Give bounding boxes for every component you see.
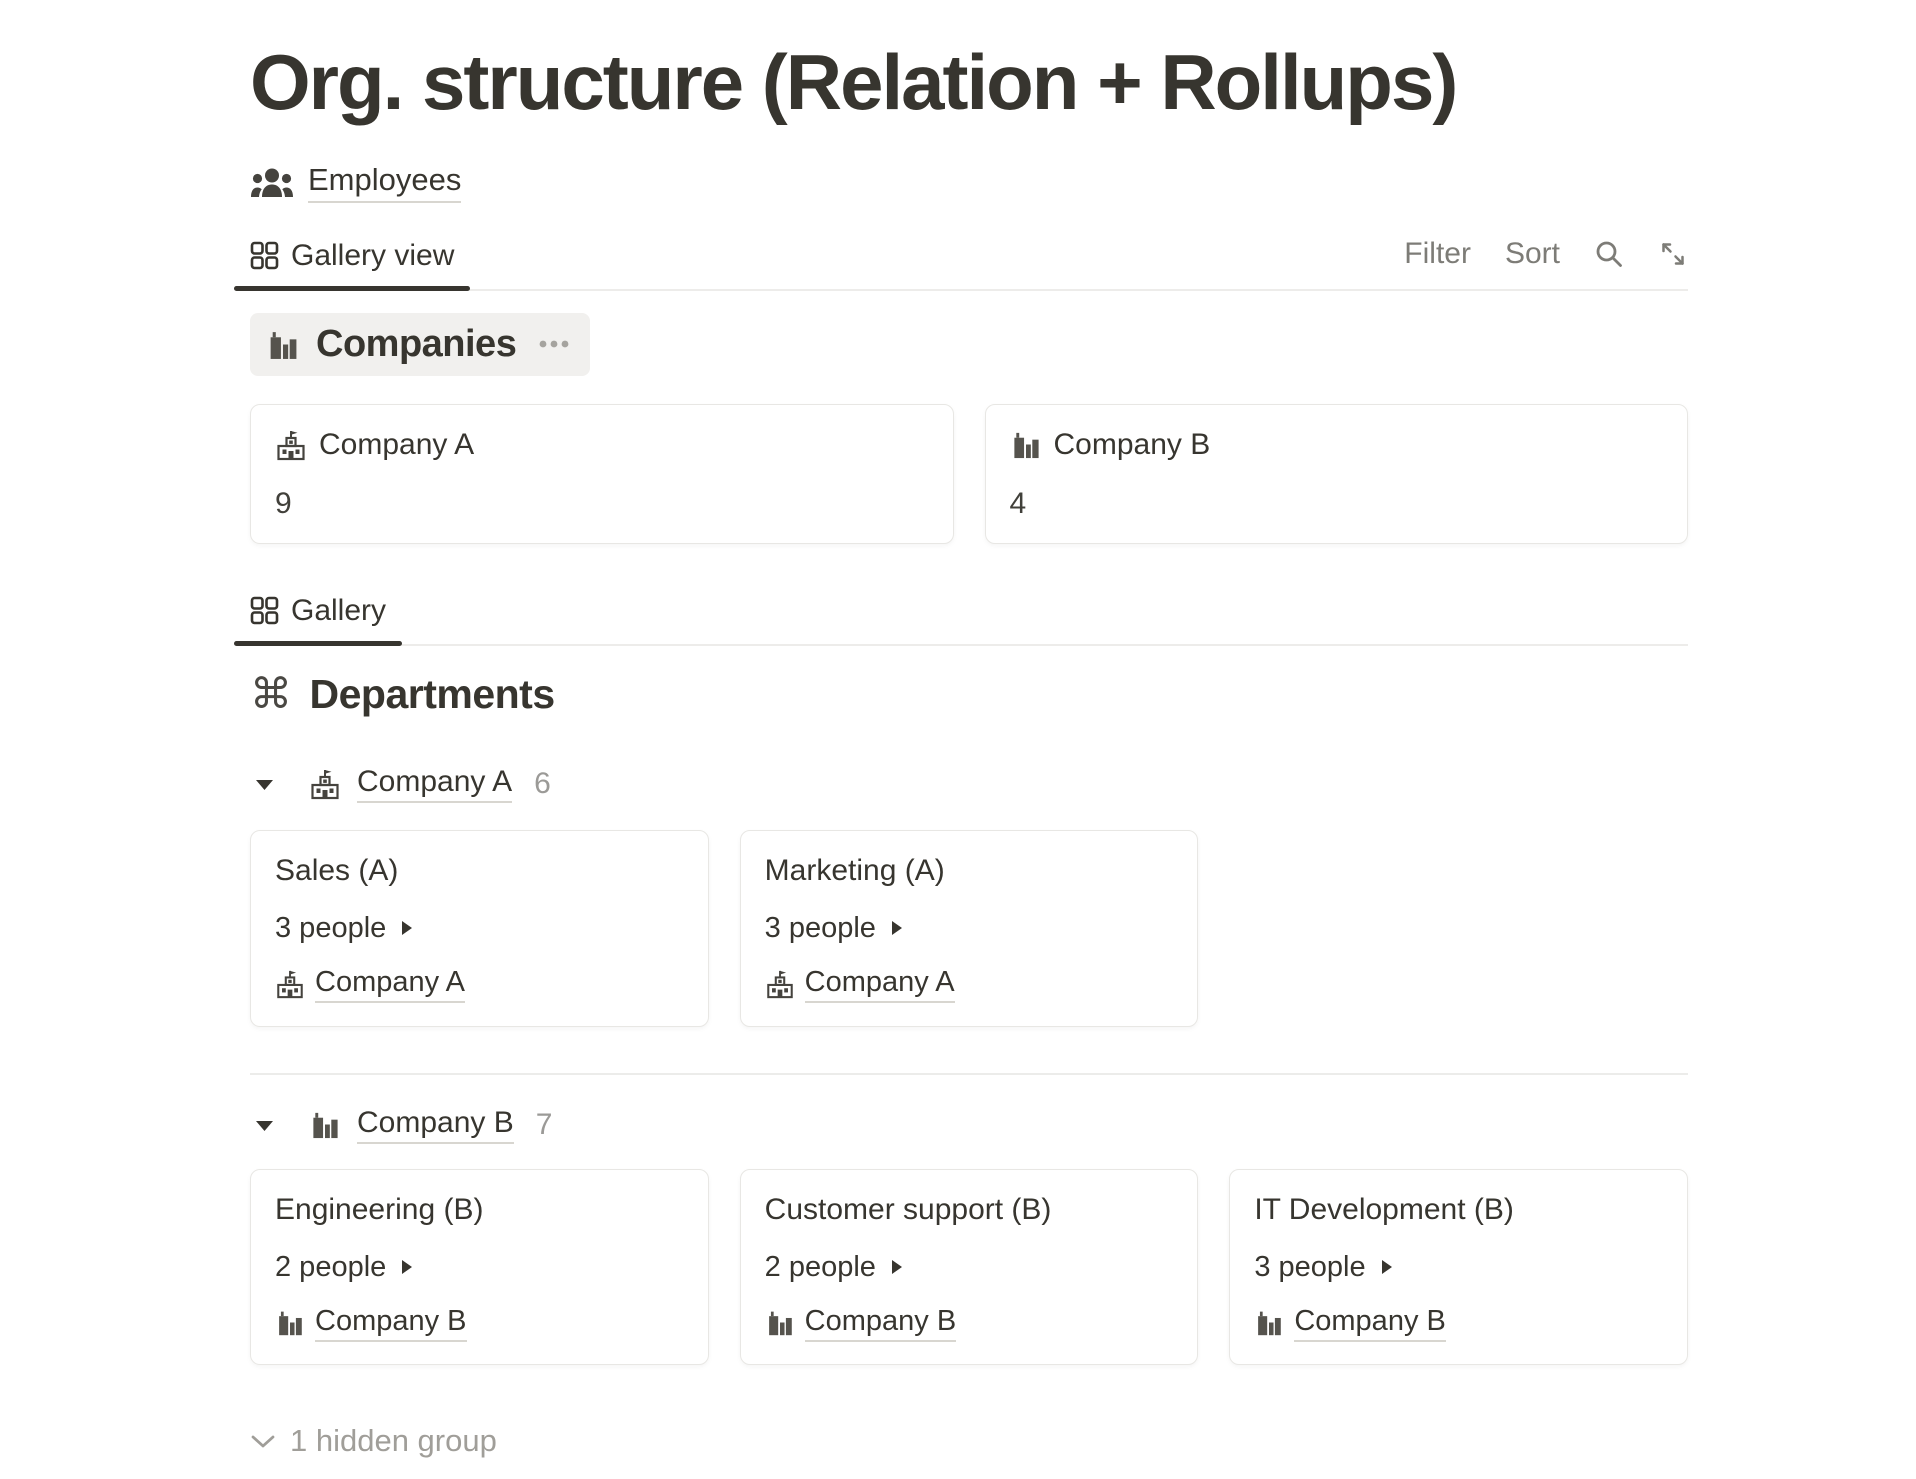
search-icon[interactable] bbox=[1594, 239, 1624, 269]
group-divider bbox=[250, 1072, 1688, 1075]
companies-card-grid: Company A 9 Company B 4 bbox=[250, 403, 1688, 544]
departments-grid-company-b: Engineering (B) 2 people Company B Custo… bbox=[250, 1168, 1688, 1366]
group-header-company-b: Company B 7 bbox=[250, 1106, 1688, 1144]
view-tabbar: Gallery view Filter Sort bbox=[234, 237, 1688, 291]
department-card-title: Customer support (B) bbox=[764, 1192, 1052, 1226]
departments-grid-company-a: Sales (A) 3 people Company A Marketing (… bbox=[250, 829, 1688, 1027]
triangle-right-icon bbox=[398, 1258, 414, 1276]
buildings-icon bbox=[1254, 1308, 1284, 1337]
department-card-title: Marketing (A) bbox=[764, 853, 945, 887]
notion-page: Org. structure (Relation + Rollups) Empl… bbox=[234, 0, 1688, 1479]
command-icon: ⌘ bbox=[250, 669, 292, 717]
hidden-group-label: 1 hidden group bbox=[290, 1423, 497, 1459]
triangle-right-icon bbox=[888, 919, 904, 937]
more-options-icon[interactable] bbox=[538, 339, 570, 349]
department-card-title: Engineering (B) bbox=[275, 1192, 484, 1226]
buildings-icon bbox=[1010, 429, 1042, 460]
people-count: 3 people bbox=[764, 911, 876, 944]
tab-gallery-view-label: Gallery view bbox=[291, 238, 455, 272]
companies-section-header[interactable]: Companies bbox=[250, 312, 591, 376]
company-relation-link[interactable]: Company B bbox=[804, 1304, 957, 1342]
company-relation-link[interactable]: Company B bbox=[1294, 1304, 1446, 1342]
buildings-icon bbox=[309, 1109, 341, 1140]
company-card-rollup-count: 4 bbox=[1009, 486, 1027, 520]
triangle-right-icon bbox=[398, 919, 414, 937]
school-icon bbox=[275, 429, 307, 461]
triangle-down-icon[interactable] bbox=[250, 1112, 279, 1138]
school-icon bbox=[309, 768, 341, 800]
company-card-b[interactable]: Company B 4 bbox=[984, 403, 1688, 544]
group-company-link[interactable]: Company B bbox=[357, 1106, 514, 1144]
company-relation-link[interactable]: Company B bbox=[315, 1304, 467, 1342]
gallery-grid-icon bbox=[250, 596, 279, 625]
people-icon bbox=[250, 167, 294, 198]
school-icon bbox=[765, 969, 795, 999]
company-relation-link[interactable]: Company A bbox=[315, 965, 465, 1003]
group-count: 7 bbox=[535, 1107, 553, 1141]
company-relation-link[interactable]: Company A bbox=[804, 965, 955, 1003]
school-icon bbox=[275, 969, 305, 999]
departments-tabbar: Gallery bbox=[234, 594, 1688, 646]
buildings-icon bbox=[266, 328, 300, 361]
filter-button[interactable]: Filter bbox=[1404, 236, 1471, 270]
employees-link-label: Employees bbox=[308, 162, 462, 203]
people-rollup-toggle[interactable]: 2 people bbox=[275, 1250, 684, 1284]
triangle-right-icon bbox=[888, 1258, 904, 1276]
buildings-icon bbox=[765, 1308, 795, 1337]
chevron-down-icon bbox=[250, 1433, 276, 1450]
department-card-marketing-a[interactable]: Marketing (A) 3 people Company A bbox=[739, 829, 1199, 1027]
people-count: 2 people bbox=[764, 1250, 876, 1283]
department-card-title: IT Development (B) bbox=[1254, 1192, 1514, 1226]
department-card-customer-support-b[interactable]: Customer support (B) 2 people Company B bbox=[739, 1168, 1199, 1366]
tab-gallery-view[interactable]: Gallery view bbox=[234, 238, 471, 291]
people-count: 3 people bbox=[275, 911, 387, 944]
gallery-grid-icon bbox=[250, 241, 279, 270]
group-count: 6 bbox=[534, 766, 551, 800]
departments-heading-title: Departments bbox=[309, 670, 556, 717]
employees-link[interactable]: Employees bbox=[250, 162, 462, 203]
department-card-it-development-b[interactable]: IT Development (B) 3 people Company B bbox=[1229, 1168, 1688, 1366]
triangle-right-icon bbox=[1378, 1258, 1394, 1276]
company-card-rollup-count: 9 bbox=[275, 486, 292, 520]
hidden-group-toggle[interactable]: 1 hidden group bbox=[250, 1423, 497, 1459]
buildings-icon bbox=[275, 1308, 305, 1337]
group-header-company-a: Company A 6 bbox=[250, 765, 1688, 803]
company-card-title: Company B bbox=[1053, 427, 1211, 461]
people-count: 2 people bbox=[275, 1250, 387, 1283]
expand-icon[interactable] bbox=[1658, 239, 1688, 269]
people-rollup-toggle[interactable]: 3 people bbox=[275, 911, 684, 945]
page-title[interactable]: Org. structure (Relation + Rollups) bbox=[250, 38, 1458, 126]
department-card-engineering-b[interactable]: Engineering (B) 2 people Company B bbox=[250, 1168, 709, 1366]
department-card-sales-a[interactable]: Sales (A) 3 people Company A bbox=[250, 829, 709, 1027]
people-rollup-toggle[interactable]: 2 people bbox=[765, 1250, 1174, 1284]
people-count: 3 people bbox=[1254, 1250, 1366, 1283]
department-card-title: Sales (A) bbox=[275, 853, 399, 887]
sort-button[interactable]: Sort bbox=[1504, 236, 1560, 270]
triangle-down-icon[interactable] bbox=[250, 771, 279, 797]
people-rollup-toggle[interactable]: 3 people bbox=[1254, 1250, 1663, 1284]
departments-heading: ⌘ Departments bbox=[250, 670, 1688, 718]
people-rollup-toggle[interactable]: 3 people bbox=[765, 911, 1174, 945]
companies-section-title: Companies bbox=[316, 322, 517, 365]
company-card-title: Company A bbox=[319, 427, 475, 461]
tab-gallery-label: Gallery bbox=[291, 593, 387, 627]
tab-gallery[interactable]: Gallery bbox=[234, 593, 403, 646]
view-controls: Filter Sort bbox=[1404, 237, 1688, 289]
group-company-link[interactable]: Company A bbox=[357, 765, 513, 803]
company-card-a[interactable]: Company A 9 bbox=[250, 403, 954, 544]
